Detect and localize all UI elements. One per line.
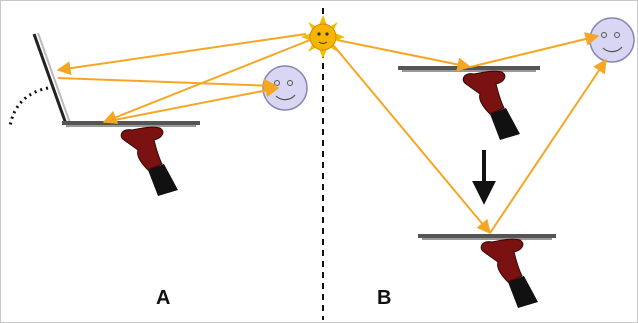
hand-icon [462,70,520,140]
light-rays-b [333,32,607,235]
panel-a-label: A [156,287,171,309]
panel-b-label: B [377,287,392,309]
tilted-tray-icon [32,32,71,125]
moon-face-icon [589,17,635,63]
sun-icon [301,15,345,59]
tray-icon [418,234,556,240]
hand-icon [120,126,178,196]
tray-icon [62,121,200,127]
hand-icon [480,238,538,308]
rotation-arc [8,86,49,127]
moon-face-icon [262,65,308,111]
light-rays-a [56,33,311,124]
